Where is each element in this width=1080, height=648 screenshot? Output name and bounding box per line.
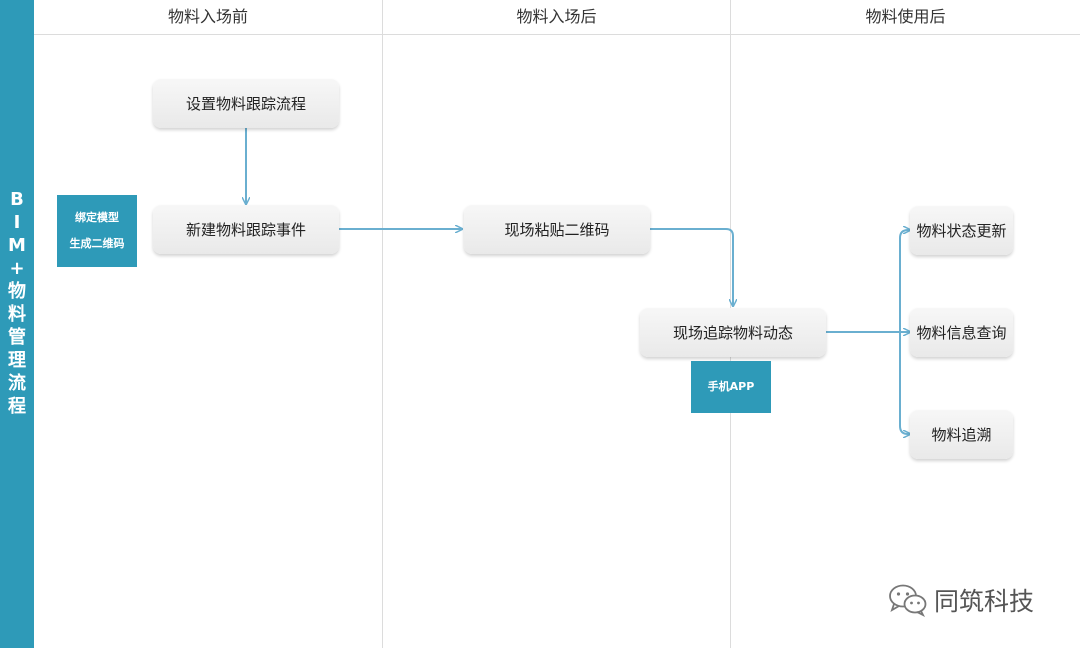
sidebar-title-char: 流: [8, 373, 26, 394]
sidebar-title-char: 程: [8, 396, 26, 417]
node-setup-tracking-flow: 设置物料跟踪流程: [153, 79, 339, 128]
lane-divider: [382, 0, 383, 648]
watermark-text: 同筑科技: [934, 587, 1035, 616]
node-onsite-tracking-status: 现场追踪物料动态: [640, 308, 826, 357]
tag-bind-model-line2: 生成二维码: [69, 237, 125, 250]
sidebar-title-char: M: [8, 235, 26, 256]
sidebar-title-char: B: [10, 189, 24, 210]
lane-header-after-entry: 物料入场后: [383, 0, 730, 35]
sidebar-title-char: 理: [8, 350, 26, 371]
tag-bind-model-qr: 绑定模型 生成二维码: [57, 195, 137, 267]
sidebar-title-char: 料: [8, 304, 26, 325]
lane-header-after-use: 物料使用后: [731, 0, 1080, 35]
node-status-update: 物料状态更新: [910, 206, 1013, 255]
lane-header-before-entry: 物料入场前: [34, 0, 382, 35]
sidebar-title-bar: B I M + 物 料 管 理 流 程: [0, 0, 34, 648]
wechat-icon: [889, 584, 927, 617]
sidebar-title-char: 物: [8, 281, 26, 302]
node-traceback: 物料追溯: [910, 410, 1013, 459]
arrow-branch-to-status-update: [899, 230, 910, 332]
tag-bind-model-line1: 绑定模型: [75, 211, 119, 224]
tag-mobile-app: 手机APP: [691, 361, 771, 413]
sidebar-title-char: +: [9, 258, 25, 279]
node-onsite-qr-label: 现场粘贴二维码: [464, 205, 650, 254]
arrow-qr-label-to-tracking: [650, 228, 733, 306]
arrow-branch-to-traceback: [899, 332, 910, 434]
sidebar-title-char: I: [13, 212, 21, 233]
node-info-query: 物料信息查询: [910, 308, 1013, 357]
watermark: 同筑科技: [888, 582, 1034, 618]
sidebar-title: B I M + 物 料 管 理 流 程: [8, 188, 26, 418]
tag-mobile-app-label: 手机APP: [707, 380, 755, 393]
sidebar-title-char: 管: [8, 327, 26, 348]
node-new-tracking-event: 新建物料跟踪事件: [153, 205, 339, 254]
